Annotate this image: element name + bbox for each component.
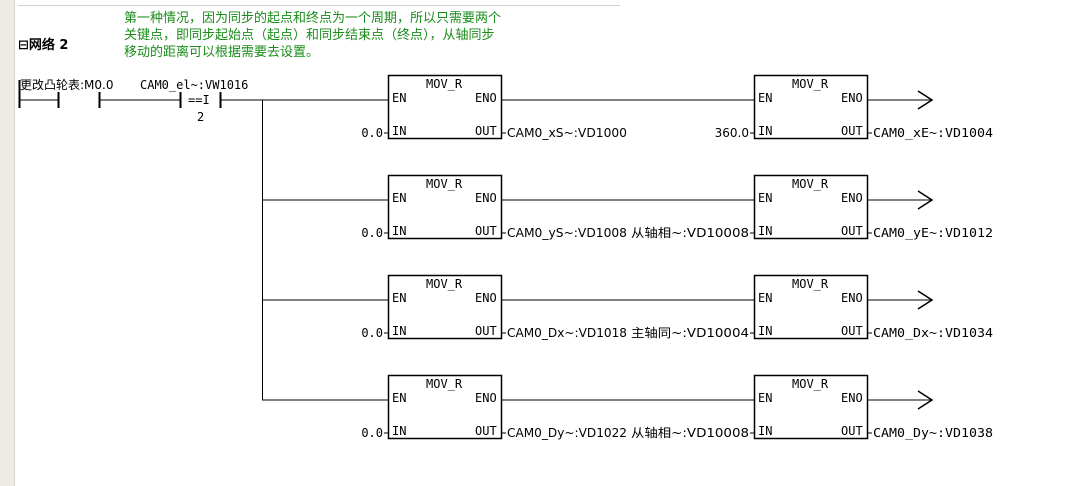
- in-label: IN: [758, 124, 772, 138]
- out-label: OUT: [475, 324, 497, 338]
- mov-r-block-right-3[interactable]: MOV_R EN ENO IN OUT: [753, 274, 869, 340]
- block-frame: [387, 274, 503, 340]
- out-operand[interactable]: CAM0_Dy~:VD1022: [507, 426, 627, 440]
- out-operand[interactable]: CAM0_xE~:VD1004: [873, 126, 993, 140]
- out-label: OUT: [475, 124, 497, 138]
- en-label: EN: [758, 291, 772, 305]
- out-operand[interactable]: CAM0_yS~:VD1008: [507, 226, 627, 240]
- out-label: OUT: [841, 124, 863, 138]
- contact-label-m0-0: 更改凸轮表:M0.0: [20, 78, 113, 92]
- block-frame: [753, 274, 869, 340]
- in-operand[interactable]: 0.0: [361, 226, 383, 240]
- network-separator: [18, 5, 620, 6]
- mov-r-block-left-3[interactable]: MOV_R EN ENO IN OUT: [387, 274, 503, 340]
- compare-value: 2: [197, 110, 204, 124]
- compare-operator: ==I: [188, 93, 210, 107]
- in-label: IN: [392, 424, 406, 438]
- eno-label: ENO: [475, 291, 497, 305]
- in-label: IN: [392, 124, 406, 138]
- block-title: MOV_R: [426, 277, 463, 291]
- eno-label: ENO: [475, 91, 497, 105]
- in-label: IN: [758, 324, 772, 338]
- in-label: IN: [392, 324, 406, 338]
- block-frame: [387, 74, 503, 140]
- rung-end-arrow-icon: [917, 90, 934, 110]
- mov-r-block-left-2[interactable]: MOV_R EN ENO IN OUT: [387, 174, 503, 240]
- out-label: OUT: [841, 224, 863, 238]
- out-label: OUT: [841, 424, 863, 438]
- network-title[interactable]: ⊟网络 2: [18, 34, 68, 53]
- eno-label: ENO: [475, 191, 497, 205]
- in-operand[interactable]: 0.0: [361, 326, 383, 340]
- en-label: EN: [392, 91, 406, 105]
- block-title: MOV_R: [426, 177, 463, 191]
- collapse-icon[interactable]: ⊟: [18, 38, 29, 53]
- mov-r-block-left-4[interactable]: MOV_R EN ENO IN OUT: [387, 374, 503, 440]
- block-title: MOV_R: [426, 377, 463, 391]
- in-operand[interactable]: 从轴相~:VD10008: [631, 225, 749, 240]
- network-comment[interactable]: 第一种情况，因为同步的起点和终点为一个周期，所以只需要两个 关键点，即同步起始点…: [124, 11, 502, 60]
- block-title: MOV_R: [792, 77, 829, 91]
- rung-end-arrow-icon: [917, 290, 934, 310]
- in-operand[interactable]: 0.0: [361, 126, 383, 140]
- block-frame: [753, 74, 869, 140]
- en-label: EN: [392, 291, 406, 305]
- en-label: EN: [392, 191, 406, 205]
- out-label: OUT: [475, 424, 497, 438]
- in-operand[interactable]: 0.0: [361, 426, 383, 440]
- network-title-text: 网络 2: [28, 38, 69, 53]
- editor-gutter: [0, 0, 15, 486]
- out-operand[interactable]: CAM0_xS~:VD1000: [507, 126, 627, 140]
- eno-label: ENO: [841, 91, 863, 105]
- en-label: EN: [758, 391, 772, 405]
- block-title: MOV_R: [792, 277, 829, 291]
- compare-contact-vw1016[interactable]: [179, 92, 222, 108]
- en-label: EN: [392, 391, 406, 405]
- block-title: MOV_R: [792, 177, 829, 191]
- block-frame: [753, 174, 869, 240]
- in-operand[interactable]: 360.0: [715, 126, 749, 140]
- eno-label: ENO: [841, 391, 863, 405]
- eno-label: ENO: [841, 291, 863, 305]
- block-title: MOV_R: [426, 77, 463, 91]
- out-operand[interactable]: CAM0_Dx~:VD1034: [873, 326, 993, 340]
- out-label: OUT: [841, 324, 863, 338]
- contact-m0-0[interactable]: [57, 92, 101, 108]
- en-label: EN: [758, 191, 772, 205]
- block-frame: [753, 374, 869, 440]
- out-operand[interactable]: CAM0_yE~:VD1012: [873, 226, 993, 240]
- mov-r-block-right-1[interactable]: MOV_R EN ENO IN OUT: [753, 74, 869, 140]
- eno-label: ENO: [841, 191, 863, 205]
- in-label: IN: [758, 224, 772, 238]
- in-label: IN: [758, 424, 772, 438]
- out-label: OUT: [475, 224, 497, 238]
- in-operand[interactable]: 从轴相~:VD10008: [631, 425, 749, 440]
- mov-r-block-left-1[interactable]: MOV_R EN ENO IN OUT: [387, 74, 503, 140]
- out-operand[interactable]: CAM0_Dy~:VD1038: [873, 426, 993, 440]
- mov-r-block-right-4[interactable]: MOV_R EN ENO IN OUT: [753, 374, 869, 440]
- rung-end-arrow-icon: [917, 390, 934, 410]
- block-frame: [387, 174, 503, 240]
- block-title: MOV_R: [792, 377, 829, 391]
- out-operand[interactable]: CAM0_Dx~:VD1018: [507, 326, 627, 340]
- in-label: IN: [392, 224, 406, 238]
- eno-label: ENO: [475, 391, 497, 405]
- rung-end-arrow-icon: [917, 190, 934, 210]
- compare-label: CAM0_el~:VW1016: [140, 78, 248, 92]
- in-operand[interactable]: 主轴同~:VD10004: [631, 325, 749, 340]
- mov-r-block-right-2[interactable]: MOV_R EN ENO IN OUT: [753, 174, 869, 240]
- en-label: EN: [758, 91, 772, 105]
- block-frame: [387, 374, 503, 440]
